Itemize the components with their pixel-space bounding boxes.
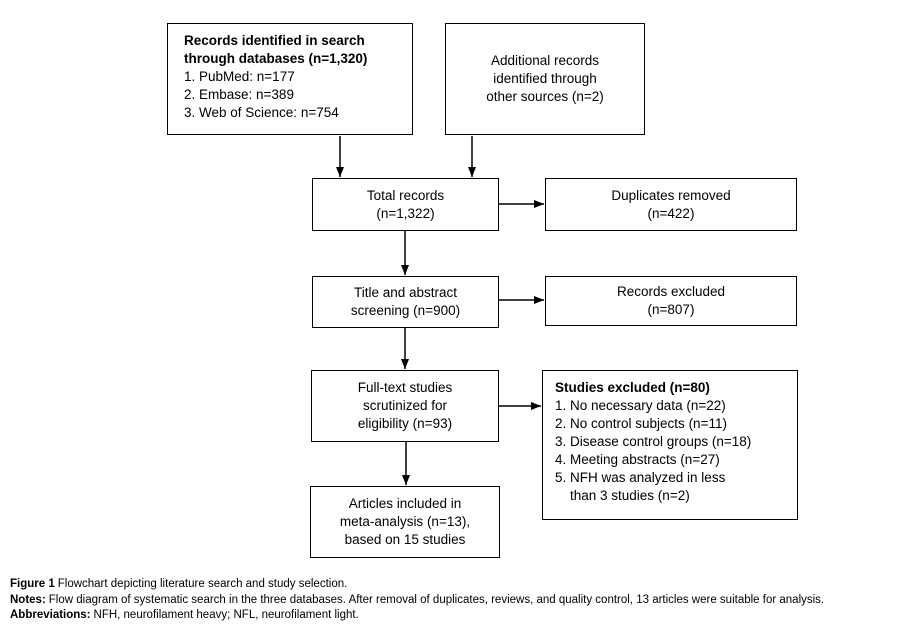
box-articles-line-1: Articles included in	[348, 496, 462, 511]
caption-abbreviations-text: NFH, neurofilament heavy; NFL, neurofila…	[93, 609, 359, 621]
caption-abbreviations-label: Abbreviations:	[10, 609, 91, 621]
box-studies-excluded-item-5: 5. NFH was analyzed in less	[555, 470, 726, 485]
box-title-abstract-screening: Title and abstract screening (n=900)	[312, 276, 499, 328]
box-records-title-line-1: Records identified in search	[184, 33, 365, 48]
box-total-line-2: (n=1,322)	[376, 205, 435, 221]
box-studies-excluded-title: Studies excluded (n=80)	[555, 380, 710, 395]
caption-abbreviations-line: Abbreviations:NFH, neurofilament heavy; …	[10, 608, 824, 624]
caption-notes-text: Flow diagram of systematic search in the…	[48, 593, 825, 606]
box-screening-line-1: Title and abstract	[353, 285, 458, 300]
box-articles-included: Articles included in meta-analysis (n=13…	[310, 486, 500, 558]
box-records-item-webofscience: 3. Web of Science: n=754	[184, 105, 339, 120]
box-additional-line-3: other sources (n=2)	[486, 89, 604, 104]
box-fulltext-line-2: scrutinized for	[362, 398, 448, 413]
box-records-title-line-2: through databases (n=1,320)	[184, 51, 368, 66]
box-rec-excluded-line-2: (n=807)	[647, 302, 695, 317]
box-records-item-pubmed: 1. PubMed: n=177	[184, 69, 295, 84]
box-total-records: Total records (n=1,322)	[312, 178, 499, 231]
box-duplicates-line-1: Duplicates removed	[611, 187, 731, 203]
caption-notes-line: Notes:Flow diagram of systematic search …	[10, 593, 824, 609]
box-additional-line-1: Additional records	[490, 53, 600, 68]
box-studies-excluded-item-3: 3. Disease control groups (n=18)	[555, 434, 752, 449]
box-duplicates-removed: Duplicates removed (n=422)	[545, 178, 797, 231]
box-fulltext-line-3: eligibility (n=93)	[357, 416, 453, 431]
box-records-identified: Records identified in search through dat…	[167, 23, 413, 135]
box-duplicates-line-2: (n=422)	[647, 205, 695, 221]
box-fulltext-studies: Full-text studies scrutinized for eligib…	[311, 370, 499, 442]
box-additional-line-2: identified through	[493, 71, 597, 86]
box-studies-excluded: Studies excluded (n=80) 1. No necessary …	[542, 370, 798, 520]
box-records-item-embase: 2. Embase: n=389	[184, 87, 294, 102]
caption-figure-text: Flowchart depicting literature search an…	[57, 578, 348, 590]
caption-figure-label: Figure 1	[10, 578, 55, 590]
box-additional-records: Additional records identified through ot…	[445, 23, 645, 135]
box-studies-excluded-item-4: 4. Meeting abstracts (n=27)	[555, 452, 720, 467]
box-studies-excluded-item-2: 2. No control subjects (n=11)	[555, 416, 727, 431]
box-studies-excluded-item-1: 1. No necessary data (n=22)	[555, 398, 726, 413]
box-studies-excluded-item-5-continued: than 3 studies (n=2)	[570, 488, 690, 503]
box-screening-line-2: screening (n=900)	[350, 303, 461, 318]
box-articles-line-3: based on 15 studies	[344, 532, 466, 547]
box-articles-line-2: meta-analysis (n=13),	[339, 514, 471, 529]
box-rec-excluded-line-1: Records excluded	[616, 284, 726, 299]
box-fulltext-line-1: Full-text studies	[357, 380, 453, 395]
box-total-line-1: Total records	[366, 187, 445, 203]
box-records-excluded: Records excluded (n=807)	[545, 276, 797, 326]
caption-notes-label: Notes:	[10, 593, 46, 606]
